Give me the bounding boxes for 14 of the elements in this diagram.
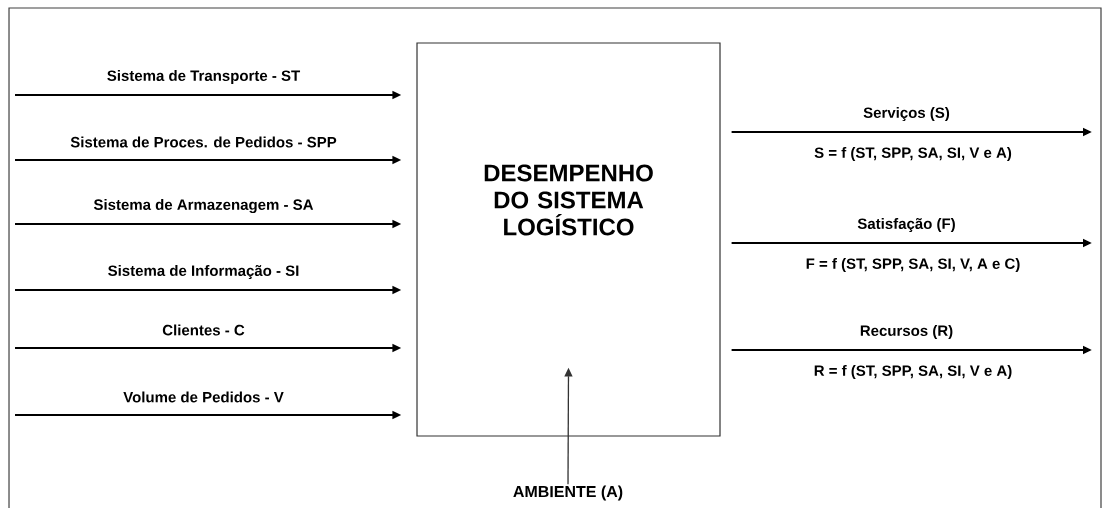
arrow-label: Volume de Pedidos - V [123,391,284,403]
formula-label: F = f (ST, SPP, SA, SI, V, A e C) [806,258,1020,272]
arrow-label: Recursos (R) [860,325,953,339]
arrow-label: Satisfação (F) [857,218,955,232]
formula-label: S = f (ST, SPP, SA, SI, V e A) [814,147,1012,161]
arrow-label: Sistema de Transporte - ST [107,70,301,84]
arrow-label: Sistema de Informação - SI [108,265,299,279]
formula-label: R = f (ST, SPP, SA, SI, V e A) [814,365,1012,379]
process-box: DESEMPENHO DO SISTEMA LOGÍSTICO [416,42,721,437]
arrow-label: Sistema de Proces. de Pedidos - SPP [70,136,337,148]
arrow-label: Clientes - C [162,324,245,336]
environment-label: AMBIENTE (A) [513,485,623,501]
arrow-label: Sistema de Armazenagem - SA [93,198,314,213]
arrow-label: Serviços (S) [863,107,950,121]
